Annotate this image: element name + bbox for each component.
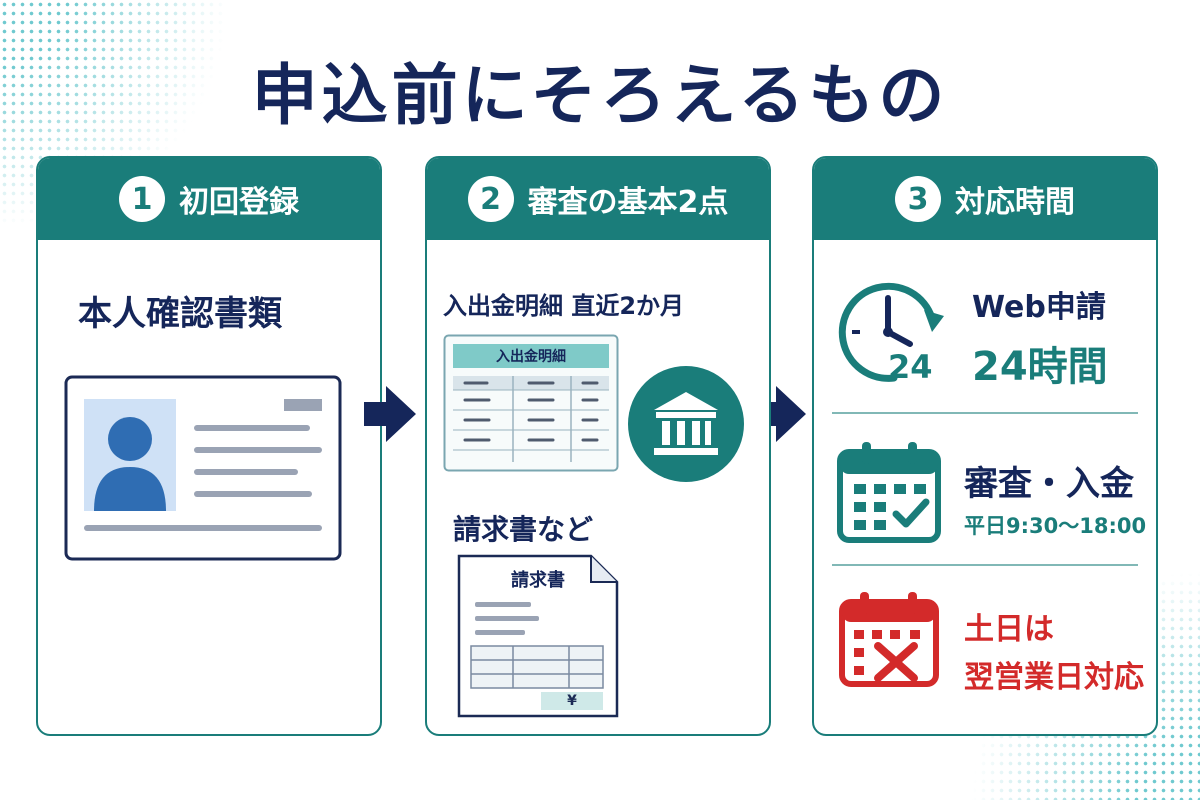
web-hours-label: 24時間: [972, 344, 1108, 390]
weekend-label-line1: 土日は: [964, 612, 1054, 647]
invoice-title: 請求書: [511, 570, 565, 591]
step-label-3: 対応時間: [955, 185, 1075, 220]
calendar-check-icon: [837, 442, 941, 543]
bank-icon: [628, 366, 744, 482]
step-panel-2: 2 審査の基本2点 入出金明細 直近2か月 入出金明細: [425, 156, 771, 736]
step-panel-3: 3 対応時間 24 Web申請 24時間 審査・入金 平日9:30〜18:00: [812, 156, 1158, 736]
clock-24-label: 24: [888, 348, 933, 386]
bank-statement-heading: 入出金明細 直近2か月: [443, 292, 685, 320]
page-title: 申込前にそろえるもの: [251, 57, 949, 134]
calendar-x-icon: [839, 592, 939, 687]
id-documents-heading: 本人確認書類: [78, 294, 282, 334]
invoice-heading: 請求書など: [453, 513, 594, 546]
step-number-1: 1: [119, 176, 165, 222]
review-hours-label: 平日9:30〜18:00: [964, 514, 1147, 538]
step-label-1: 初回登録: [179, 185, 299, 220]
statement-table-icon: 入出金明細: [443, 334, 619, 472]
statement-table-header: 入出金明細: [496, 349, 566, 365]
id-card-icon: [64, 375, 342, 561]
web-application-label: Web申請: [972, 290, 1106, 325]
divider: [832, 564, 1138, 566]
divider: [832, 412, 1138, 414]
arrow-right-icon: [754, 386, 806, 442]
clock-icon: 24: [832, 272, 952, 392]
review-payment-label: 審査・入金: [964, 464, 1134, 504]
arrow-right-icon: [364, 386, 416, 442]
step-header-2: 2 審査の基本2点: [427, 158, 769, 240]
step-header-1: 1 初回登録: [38, 158, 380, 240]
step-panel-1: 1 初回登録 本人確認書類: [36, 156, 382, 736]
weekend-label-line2: 翌営業日対応: [964, 660, 1144, 695]
invoice-yen-symbol: ¥: [567, 693, 577, 709]
invoice-icon: 請求書 ¥: [457, 554, 619, 718]
step-number-3: 3: [895, 176, 941, 222]
step-label-2: 審査の基本2点: [527, 185, 729, 220]
step-number-2: 2: [467, 176, 514, 222]
step-header-3: 3 対応時間: [814, 158, 1156, 240]
